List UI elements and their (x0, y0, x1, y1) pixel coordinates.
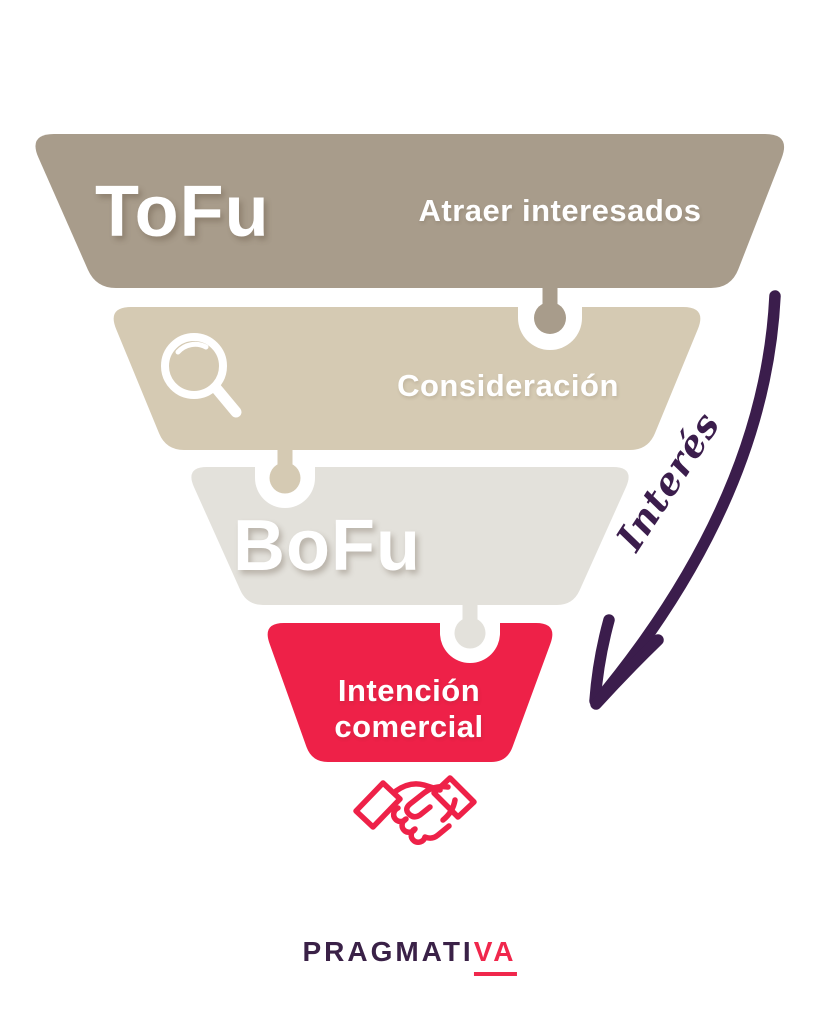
puzzle-knob-1 (534, 280, 566, 334)
stage-tofu-label: ToFu (95, 172, 270, 252)
brand-logo-accent: VA (473, 938, 517, 976)
stage-intent-line1: Intención (337, 673, 481, 709)
interest-arrow (589, 290, 781, 710)
stage-tofu-description: Atraer interesados (418, 193, 702, 229)
stage-intent-line2: comercial (334, 709, 484, 744)
puzzle-knob-3 (454, 598, 486, 649)
stage-mofu-description: Consideración (397, 368, 619, 404)
brand-logo-primary: PRAGMATI (302, 936, 474, 967)
brand-logo: PRAGMATIVA (302, 936, 517, 976)
search-icon (161, 333, 242, 418)
handshake-icon (353, 775, 477, 845)
funnel-stage-tofu-shape (35, 134, 785, 288)
puzzle-knob-2 (269, 444, 301, 494)
stage-bofu-label: BoFu (233, 506, 421, 586)
stage-intent-description: Intención comercial (334, 673, 483, 745)
